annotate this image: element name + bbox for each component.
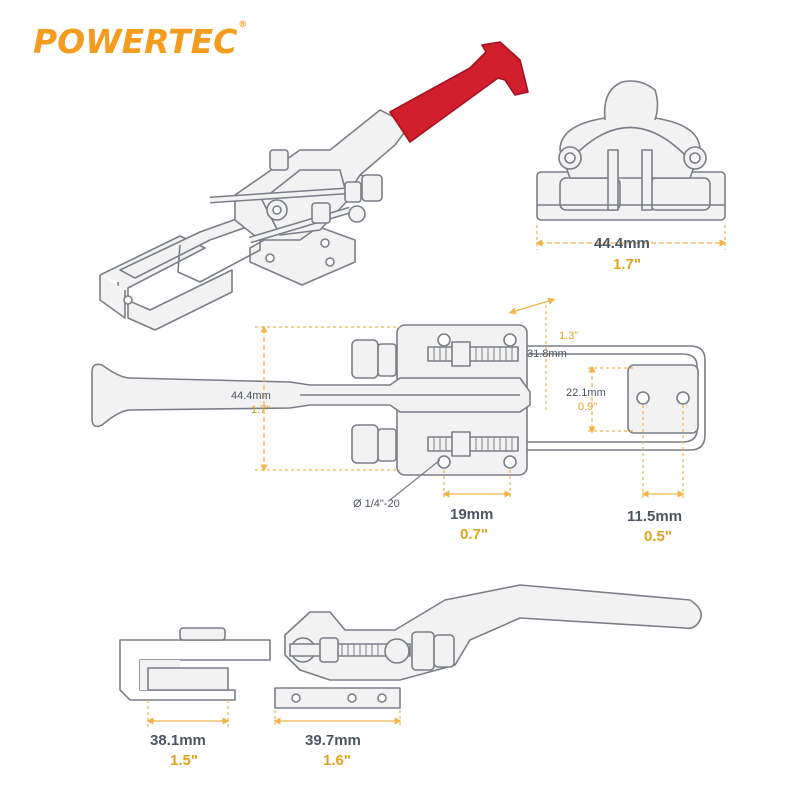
offset-mm: 31.8mm — [527, 348, 567, 360]
end-view-dimension — [535, 225, 727, 250]
thread-size: Ø 1/4"-20 — [353, 498, 400, 510]
registered-mark: ® — [238, 20, 248, 30]
hook-hole-mm: 11.5mm — [627, 508, 683, 525]
isometric-view — [99, 41, 529, 331]
top-view-threads — [433, 347, 513, 451]
side-view — [119, 584, 703, 709]
top-height-mm: 44.4mm — [231, 390, 271, 402]
base-length-mm: 39.7mm — [305, 732, 361, 749]
top-view-dimensions — [255, 297, 685, 501]
end-width-mm: 44.4mm — [594, 235, 650, 252]
hook-length-mm: 38.1mm — [150, 732, 206, 749]
top-view — [91, 324, 706, 476]
hook-length-inch: 1.5" — [170, 752, 198, 769]
slot-mm: 22.1mm — [566, 387, 606, 399]
brand-logo: POWERTEC® — [33, 20, 248, 61]
end-width-inch: 1.7" — [613, 256, 641, 273]
slot-inch: 0.9" — [578, 401, 598, 413]
end-view — [536, 80, 726, 221]
bolt-spacing-inch: 0.7" — [460, 526, 488, 543]
hook-hole-inch: 0.5" — [644, 528, 672, 545]
offset-inch: 1.3" — [559, 330, 579, 342]
base-length-inch: 1.6" — [323, 752, 351, 769]
bolt-spacing-mm: 19mm — [450, 506, 494, 523]
side-view-dimensions — [146, 700, 402, 728]
side-view-threads — [341, 644, 379, 656]
top-height-inch: 1.7" — [251, 404, 271, 416]
brand-name: POWERTEC — [33, 22, 238, 61]
